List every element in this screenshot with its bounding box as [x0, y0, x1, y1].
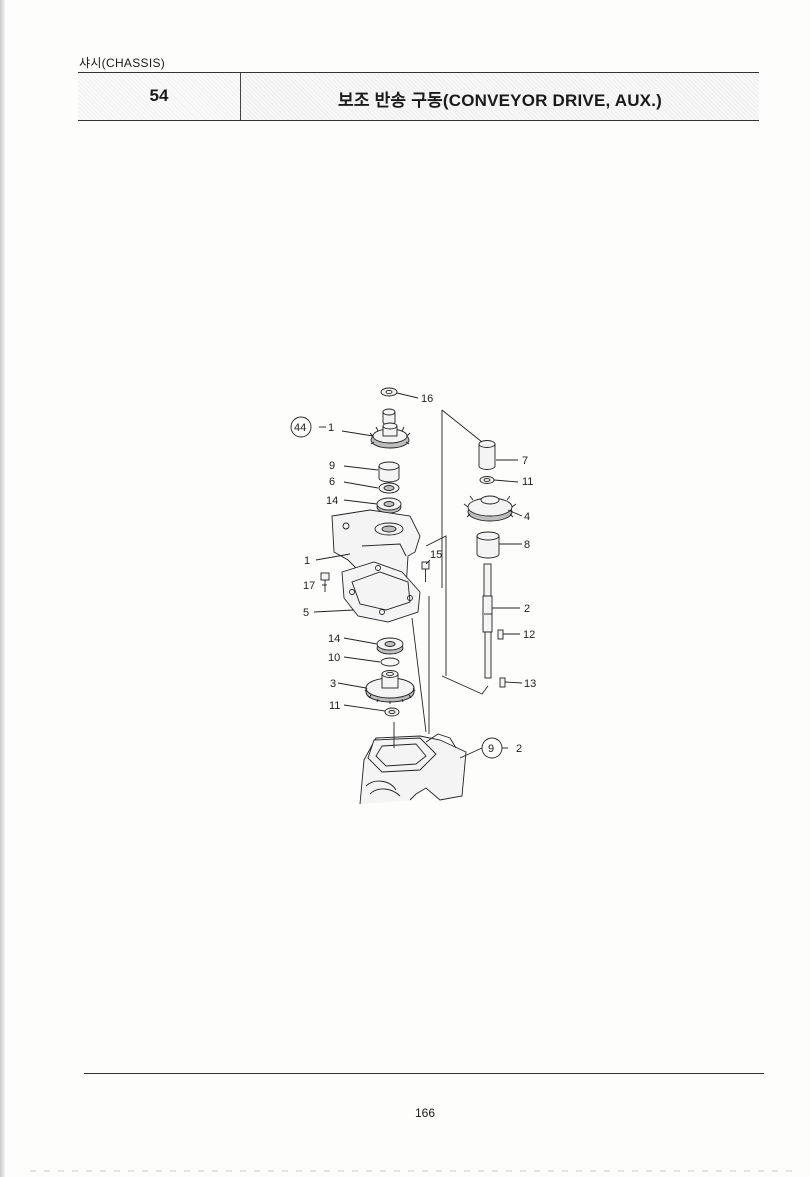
callout-4: 4: [524, 511, 530, 523]
exploded-parts-diagram: 16 44 1 9 6 14 1 15 17 5 14 10 3 11 7 11…: [290, 387, 536, 805]
part-bearing-14-upper: [376, 497, 402, 514]
page-number: 166: [414, 1106, 436, 1120]
part-washer-11-lower: [384, 707, 400, 717]
part-pin-12: [497, 629, 504, 640]
callout-1-housing: 1: [304, 555, 310, 567]
part-gear-3: [364, 670, 416, 704]
header-title-cell: [241, 73, 759, 120]
callout-2-base: 2: [516, 743, 522, 755]
callout-11-upper: 11: [522, 476, 533, 488]
callout-1-sprocket: 1: [328, 422, 334, 434]
part-bearing-14-lower: [376, 637, 404, 655]
page-title: 보조 반송 구동(CONVEYOR DRIVE, AUX.): [337, 91, 662, 110]
callout-5: 5: [303, 607, 309, 619]
callout-circle-9: [481, 737, 503, 759]
header-rule-bottom: [78, 120, 759, 121]
assembly-guide-lines: [393, 409, 489, 748]
callout-14-upper: 14: [326, 495, 338, 507]
leader-lines: [313, 392, 523, 759]
part-washer-16: [380, 387, 398, 397]
part-sleeve-7: [478, 444, 496, 470]
callout-15: 15: [430, 549, 442, 561]
header-rule-top: [78, 72, 759, 73]
callout-11-lower: 11: [329, 700, 340, 712]
part-washer-11-upper: [479, 476, 495, 484]
part-shaft-2: [482, 563, 493, 679]
callout-2-shaft: 2: [524, 603, 530, 615]
callout-10: 10: [328, 652, 340, 664]
part-bolt-17: [320, 572, 330, 592]
scan-edge: [0, 0, 5, 1177]
part-housing-bracket: [331, 509, 421, 623]
part-collar-9: [378, 466, 400, 483]
callout-9: 9: [329, 460, 335, 472]
header-code-cell: [78, 73, 240, 120]
callout-7: 7: [522, 455, 528, 467]
callout-12: 12: [523, 629, 535, 641]
callout-9-circled: 9: [488, 743, 494, 755]
callout-14-lower: 14: [328, 633, 340, 645]
part-bolt-15: [421, 561, 430, 582]
part-sleeve-8: [476, 536, 500, 559]
callout-6: 6: [329, 476, 335, 488]
callout-circle-44: [290, 416, 312, 438]
section-label: 샤시(CHASSIS): [79, 56, 166, 70]
part-base-casting: [359, 733, 467, 805]
callout-44: 44: [294, 422, 306, 434]
scan-noise: [30, 1170, 800, 1172]
callout-17: 17: [303, 580, 315, 592]
callout-16: 16: [421, 393, 433, 405]
part-snap-ring-10: [380, 657, 400, 667]
callout-13: 13: [524, 678, 536, 690]
part-pin-13: [499, 677, 506, 688]
page-code: 54: [149, 86, 169, 105]
callout-8: 8: [524, 539, 530, 551]
callout-3: 3: [330, 678, 336, 690]
part-sprocket-1: [369, 422, 411, 449]
part-sprocket-4: [463, 495, 517, 522]
footer-rule: [84, 1073, 764, 1074]
header-divider: [240, 73, 241, 120]
